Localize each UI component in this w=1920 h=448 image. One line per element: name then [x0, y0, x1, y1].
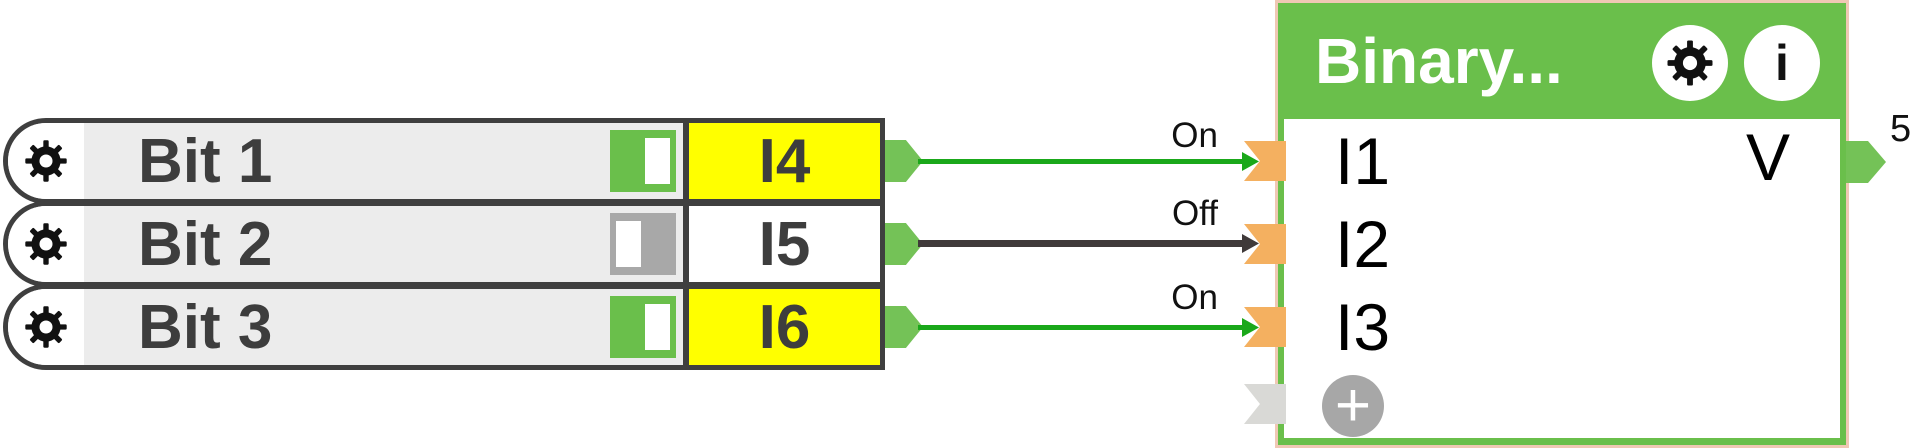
wire-state-label: On — [1171, 116, 1218, 155]
gear-icon — [1667, 40, 1713, 86]
settings-gear-icon[interactable] — [8, 289, 84, 365]
toggle-knob — [616, 221, 641, 267]
gear-icon — [25, 306, 67, 348]
add-input-button[interactable]: + — [1322, 375, 1384, 437]
function-block-title: Binary... — [1315, 25, 1563, 97]
input-label: Bit 2 — [138, 209, 273, 279]
wire-state-label: Off — [1171, 194, 1218, 233]
output-value: 5 — [1890, 108, 1912, 150]
wire-i6-to-i3[interactable] — [918, 325, 1248, 330]
input-label: Bit 3 — [138, 292, 273, 362]
input-block-bit-2[interactable]: Bit 2 I5 — [3, 201, 885, 287]
input-block-bit-1[interactable]: Bit 1 I4 — [3, 118, 885, 204]
function-block-binary[interactable]: Binary... — [1244, 0, 1886, 448]
gear-icon — [25, 140, 67, 182]
settings-gear-icon[interactable] — [8, 206, 84, 282]
input-block-bit-3[interactable]: Bit 3 I6 — [3, 284, 885, 370]
toggle-knob — [645, 138, 670, 184]
input-label: Bit 1 — [138, 126, 273, 196]
function-block-header[interactable]: Binary... — [1278, 3, 1846, 119]
toggle-knob — [645, 304, 670, 350]
input-connector-unused[interactable] — [1244, 384, 1286, 424]
gear-icon — [25, 223, 67, 265]
address-cell: I5 — [683, 206, 880, 282]
plus-icon: + — [1334, 371, 1372, 440]
address-cell: I4 — [683, 123, 880, 199]
wire-state-label: On — [1171, 278, 1218, 317]
toggle-switch-bit-1[interactable] — [610, 130, 676, 192]
settings-gear-icon[interactable] — [8, 123, 84, 199]
block-settings-button[interactable] — [1652, 25, 1728, 101]
pin-label-v: V — [1745, 120, 1790, 194]
output-connector-v[interactable] — [1846, 141, 1886, 183]
pin-label-i1: I1 — [1335, 124, 1391, 198]
toggle-switch-bit-2[interactable] — [610, 213, 676, 275]
wire-i4-to-i1[interactable] — [918, 159, 1248, 164]
block-info-button[interactable]: i — [1744, 25, 1820, 101]
pin-label-i2: I2 — [1335, 207, 1391, 281]
wire-i5-to-i2[interactable] — [918, 240, 1248, 247]
info-icon: i — [1775, 35, 1789, 91]
toggle-switch-bit-3[interactable] — [610, 296, 676, 358]
address-cell: I6 — [683, 289, 880, 365]
pin-label-i3: I3 — [1335, 290, 1391, 364]
